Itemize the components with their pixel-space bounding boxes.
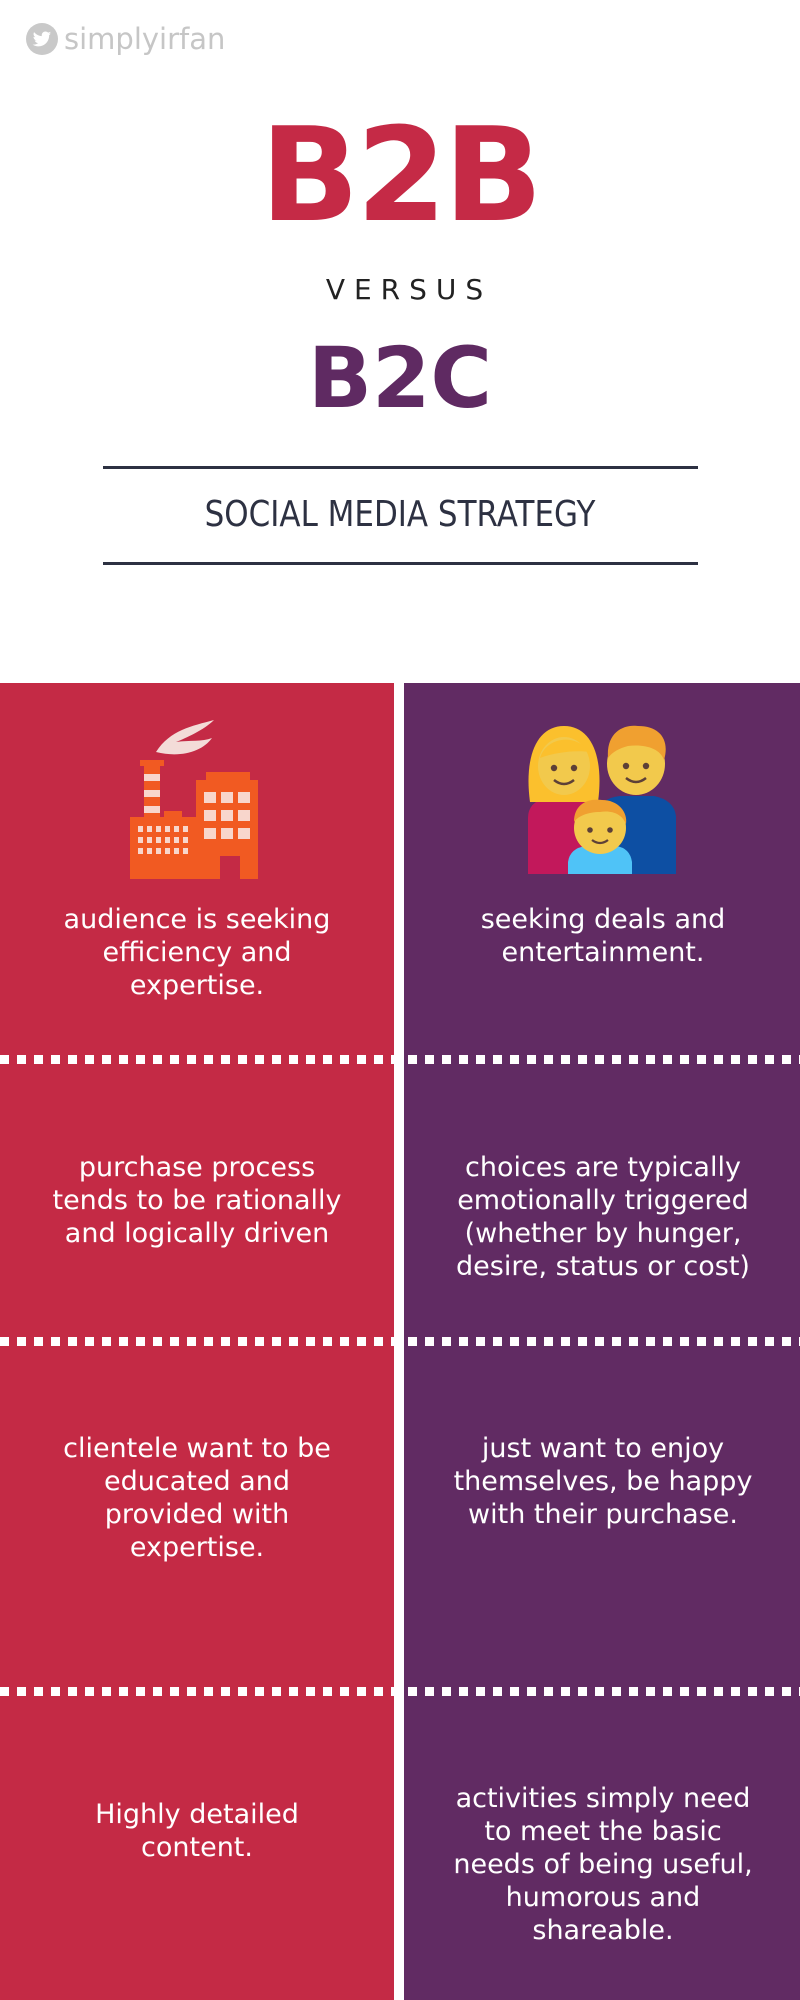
twitter-icon [26,23,58,55]
subtitle: SOCIAL MEDIA STRATEGY [204,494,596,535]
b2b-purchase-text: purchase process tends to be rationally … [52,1152,342,1249]
b2c-content-text: activities simply need to meet the basic… [453,1783,753,1946]
b2c-purchase-text: choices are typically emotionally trigge… [456,1152,750,1282]
row-separator [0,1337,800,1346]
b2c-audience-text: seeking deals and entertainment. [480,904,726,968]
brand-name: simplyirfan [64,22,226,56]
title-b2b: B2B [260,99,543,251]
family-icon [524,718,678,878]
title-b2c: B2C [307,329,493,427]
row-separator [0,1055,800,1064]
b2b-content-text: Highly detailed content. [95,1799,299,1863]
versus-label: VERSUS [325,273,493,306]
brand-handle[interactable]: simplyirfan [26,22,225,56]
divider-top [103,466,698,469]
b2b-clientele-text: clientele want to be educated and provid… [63,1433,331,1563]
b2b-audience-text: audience is seeking efficiency and exper… [63,904,331,1001]
divider-bottom [103,562,698,565]
b2c-clientele-text: just want to enjoy themselves, be happy … [453,1433,753,1530]
factory-icon [130,712,264,886]
row-separator [0,1687,800,1696]
